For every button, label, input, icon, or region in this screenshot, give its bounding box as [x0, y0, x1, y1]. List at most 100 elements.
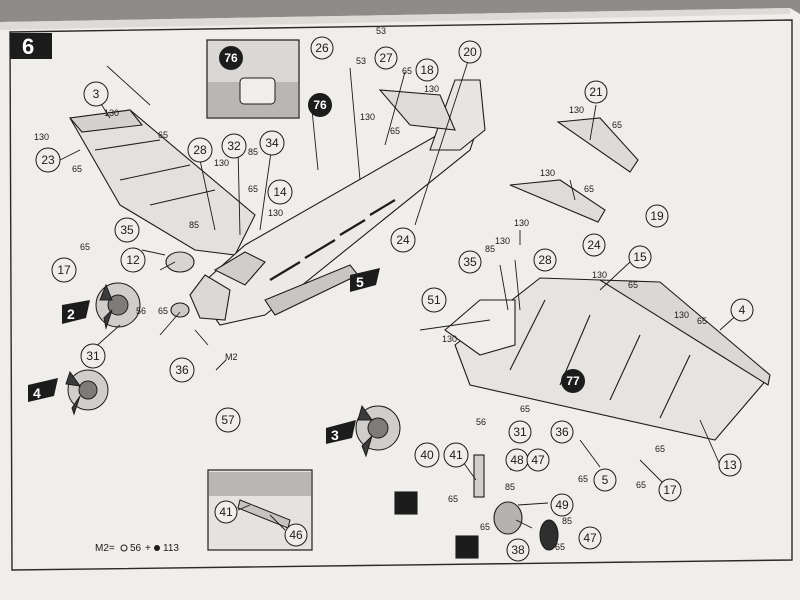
nose-section: [189, 274, 231, 321]
paint-code-130-g: 130: [569, 105, 584, 115]
paint-swatch-1: [394, 491, 418, 515]
fuselage-window-row: [269, 199, 396, 281]
svg-text:40: 40: [420, 448, 434, 462]
callout-32: 32: [221, 133, 247, 159]
callout-46: 47: [526, 448, 550, 472]
paint-code-65-n: 65: [578, 474, 588, 484]
callout-18: 18: [415, 58, 439, 82]
legend-label: M2=: [95, 543, 115, 554]
engine-3-assembly: [355, 404, 401, 458]
decal-callout-77: 77: [561, 369, 585, 393]
callout-31-left: 31: [80, 343, 106, 369]
right-wing-assembly: [444, 117, 771, 441]
legend-drop-b-icon: [154, 545, 160, 551]
callout-17-right: 17: [658, 478, 682, 502]
cockpit-canopy: [213, 251, 266, 286]
assembly-guide-lines: [59, 54, 741, 531]
svg-text:31: 31: [513, 425, 527, 439]
inset-shade-bottom: [209, 472, 311, 496]
paint-code-130-b: 130: [34, 132, 49, 142]
paint-code-130-f: 130: [360, 112, 375, 122]
svg-text:4: 4: [739, 303, 746, 317]
callout-21: 21: [584, 80, 608, 104]
landing-gear-assembly: [394, 454, 559, 559]
sub-assembly-label-2: 2: [67, 306, 75, 322]
svg-text:17: 17: [663, 483, 677, 497]
paint-code-65-m: 65: [655, 444, 665, 454]
engine-core-3: [367, 417, 389, 439]
svg-text:31: 31: [86, 349, 100, 363]
callout-48: 47: [578, 526, 602, 550]
paint-code-65-b: 65: [72, 164, 82, 174]
gear-wheel-hub: [493, 501, 523, 535]
callout-49: 49: [550, 493, 574, 517]
engine-nacelle-36: [170, 302, 190, 318]
callout-15: 15: [628, 245, 652, 269]
callout-27: 27: [374, 46, 398, 70]
svg-text:24: 24: [396, 233, 410, 247]
svg-text:76: 76: [224, 51, 238, 65]
inset-part-top: [239, 77, 276, 105]
paint-code-85-a: 85: [248, 147, 258, 157]
svg-text:13: 13: [723, 458, 737, 472]
paper-fold-shadow: [0, 8, 790, 30]
paint-code-65-l: 65: [520, 404, 530, 414]
callout-3: 3: [83, 81, 109, 107]
sub-assembly-label-4: 4: [33, 385, 41, 401]
sub-assembly-label-5: 5: [356, 274, 364, 290]
paint-code-65-e: 65: [158, 306, 168, 316]
paint-code-56-b: 56: [476, 417, 486, 427]
paint-code-85-e: 85: [562, 516, 572, 526]
svg-text:36: 36: [555, 425, 569, 439]
paint-mix-legend: M2= 56 + 113: [95, 543, 179, 554]
paint-code-85-d: 85: [505, 482, 515, 492]
decal-callout-76-inset: 76: [219, 46, 243, 70]
svg-text:20: 20: [463, 45, 477, 59]
callout-47-inset: 46: [284, 523, 308, 547]
gear-leg-part-41: [473, 454, 485, 498]
step-number: 6: [22, 34, 34, 59]
svg-text:48: 48: [510, 453, 524, 467]
svg-text:17: 17: [57, 263, 71, 277]
paint-code-130-i: 130: [514, 218, 529, 228]
svg-text:5: 5: [602, 473, 609, 487]
page-border: [9, 19, 793, 571]
sub-assembly-markers: 2 4 5 3: [28, 268, 380, 444]
callout-17-left: 17: [51, 257, 77, 283]
svg-text:26: 26: [315, 41, 329, 55]
sub-assembly-arrow-5: [350, 268, 380, 292]
step-badge: [10, 33, 52, 59]
paint-swatch-2: [455, 535, 479, 559]
paint-code-65-o: 65: [636, 480, 646, 490]
decal-callout-76: 76: [308, 93, 332, 117]
svg-text:76: 76: [313, 98, 327, 112]
tail-fin-part-20: [429, 79, 486, 151]
paint-code-labels: 130 130 65 65 130 85 65 130 85 65 56 65 …: [34, 26, 707, 552]
svg-text:19: 19: [650, 209, 664, 223]
gear-tire-part-48: [539, 519, 559, 551]
paint-code-130-a: 130: [104, 108, 119, 118]
right-horizontal-stab-part-21: [556, 117, 639, 173]
paint-code-53-b: 53: [356, 56, 366, 66]
svg-text:3: 3: [93, 87, 100, 101]
svg-text:46: 46: [289, 528, 303, 542]
wing-rib-1: [94, 139, 216, 206]
callout-41-inset: 41: [214, 500, 238, 524]
svg-text:28: 28: [538, 253, 552, 267]
paint-code-65-p: 65: [448, 494, 458, 504]
callout-24-right: 24: [582, 233, 606, 257]
callout-13: 13: [718, 453, 742, 477]
callout-34: 34: [259, 130, 285, 156]
paint-code-130-h: 130: [540, 168, 555, 178]
propeller-blades-3: [357, 404, 373, 458]
svg-text:41: 41: [449, 448, 463, 462]
callout-19: 19: [645, 204, 669, 228]
callout-35-right: 35: [458, 250, 482, 274]
svg-text:28: 28: [193, 143, 207, 157]
sub-assembly-arrow-2: [62, 300, 90, 324]
paint-code-65-h: 65: [612, 120, 622, 130]
callout-12: 12: [120, 247, 146, 273]
svg-text:32: 32: [227, 139, 241, 153]
svg-text:38: 38: [511, 543, 525, 557]
paint-code-85-b: 85: [189, 220, 199, 230]
